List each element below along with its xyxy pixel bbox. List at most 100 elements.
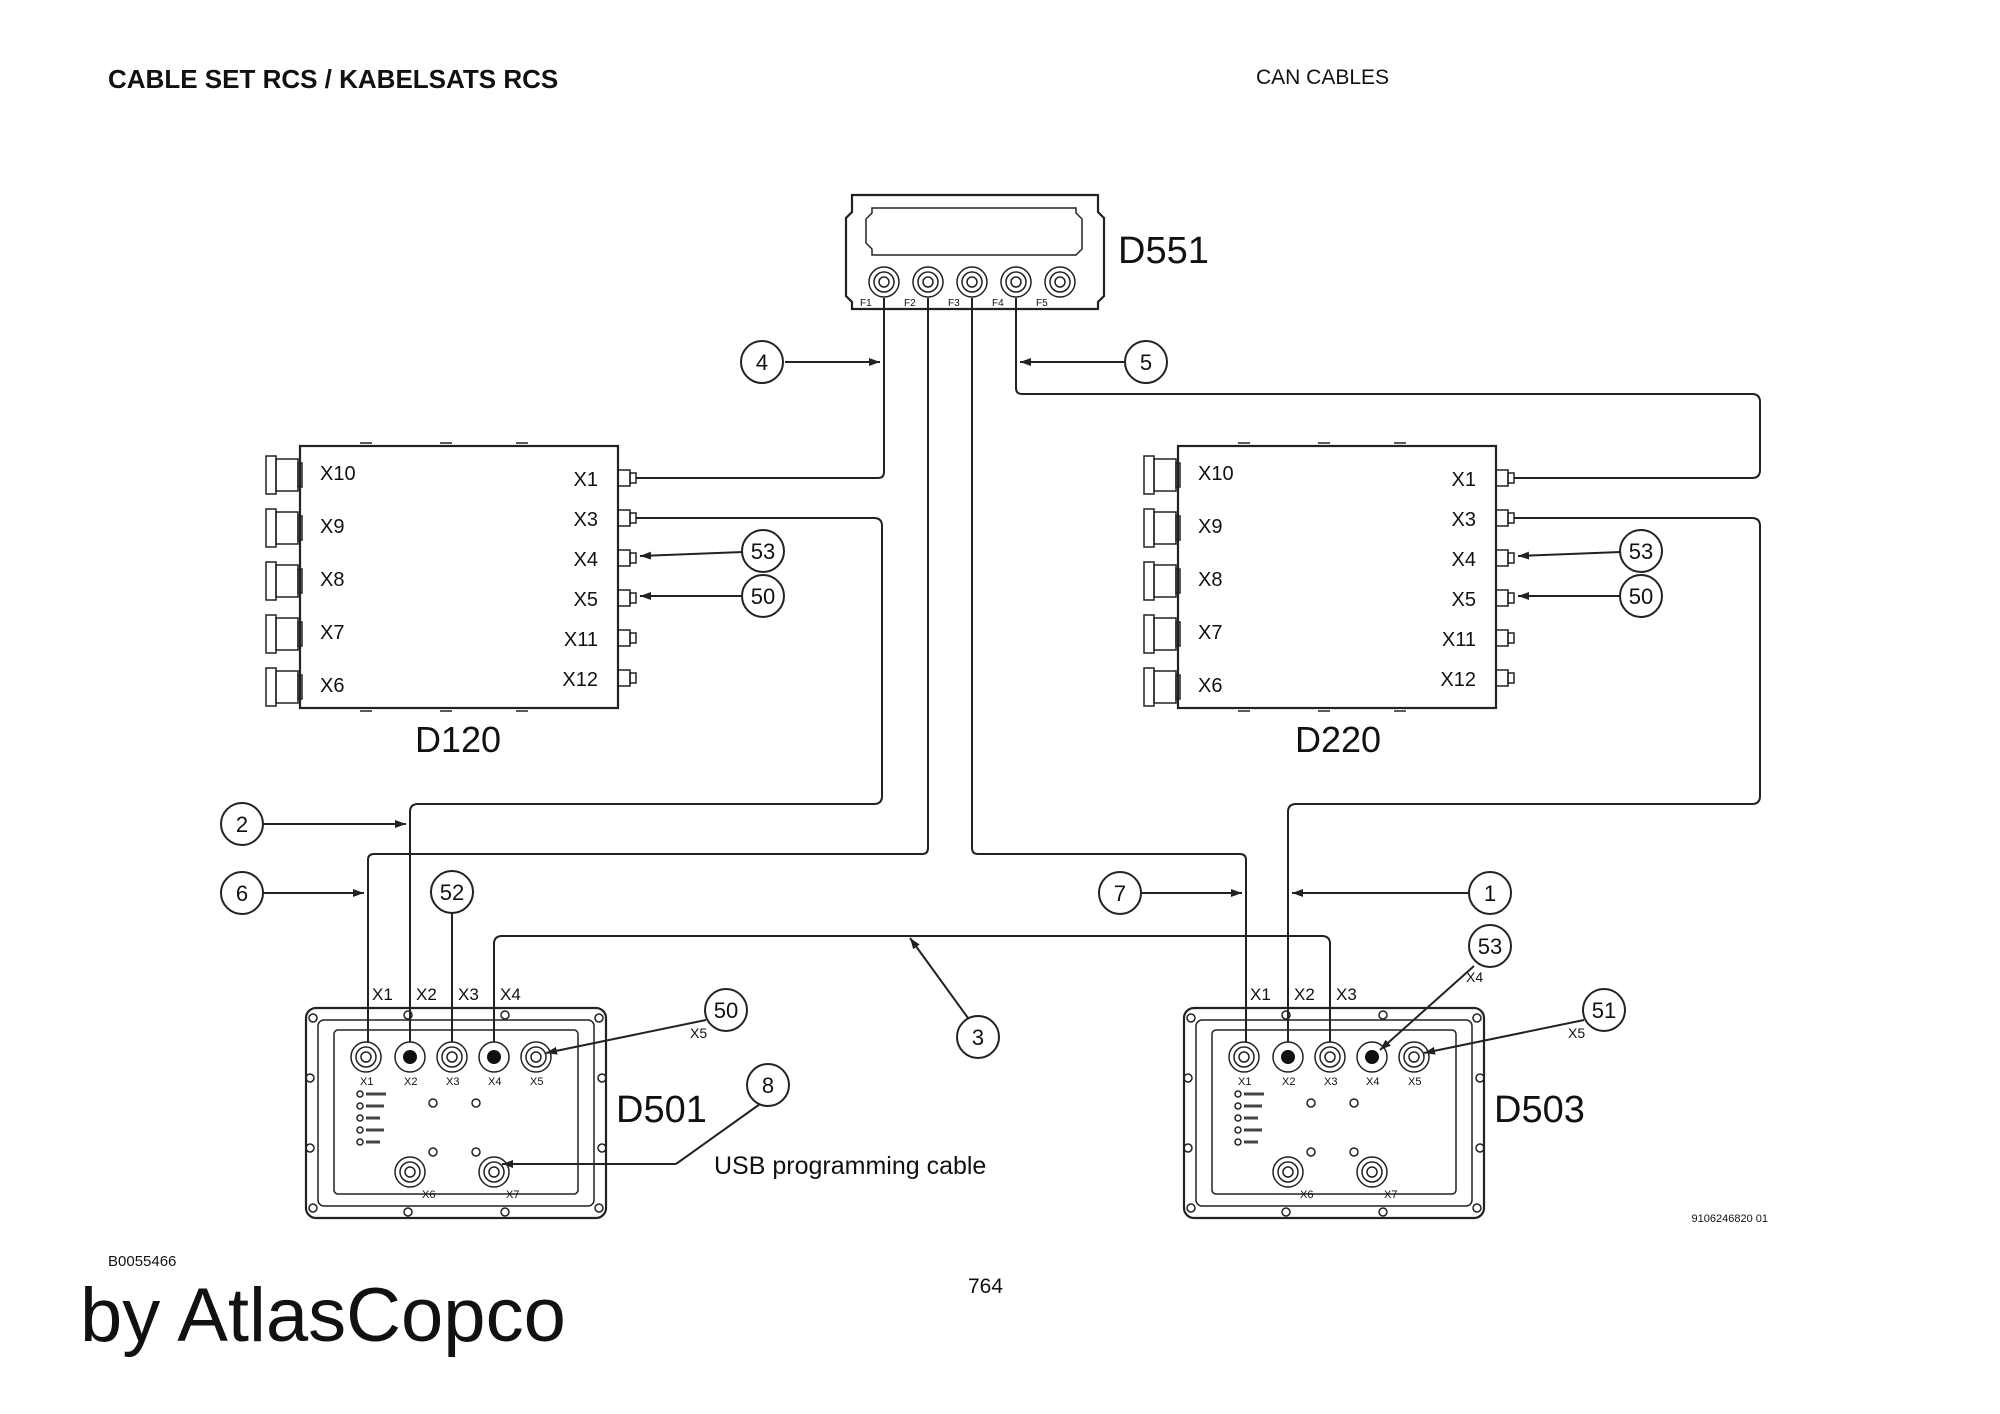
svg-text:4: 4 bbox=[756, 350, 768, 375]
svg-text:50: 50 bbox=[714, 998, 738, 1023]
d220-port-x12: X12 bbox=[1440, 669, 1476, 691]
d501-port-x7: X7 bbox=[506, 1189, 519, 1201]
d551-port-f4: F4 bbox=[992, 298, 1004, 309]
svg-text:5: 5 bbox=[1140, 350, 1152, 375]
d503-top-x1: X1 bbox=[1250, 985, 1271, 1004]
d503-port-x4: X4 bbox=[1366, 1076, 1379, 1088]
d503-port-x1: X1 bbox=[1238, 1076, 1251, 1088]
unit-d501: X1 X2 X3 X4 X5 X6 X7 X1 X2 X3 X4 X5 D501 bbox=[304, 985, 707, 1220]
d120-label: D120 bbox=[415, 719, 501, 760]
d120-port-x10: X10 bbox=[320, 463, 356, 485]
d120-port-x8: X8 bbox=[320, 569, 344, 591]
d220-port-x1: X1 bbox=[1452, 469, 1476, 491]
callout-2: 2 bbox=[220, 802, 264, 846]
callout-53-d120: 53 bbox=[741, 529, 785, 573]
callout-5: 5 bbox=[1124, 340, 1168, 384]
d501-top-x1: X1 bbox=[372, 985, 393, 1004]
callout-6: 6 bbox=[220, 871, 264, 915]
drawing-number: 9106246820 01 bbox=[1692, 1213, 1768, 1225]
d220-port-x9: X9 bbox=[1198, 516, 1222, 538]
svg-text:52: 52 bbox=[440, 880, 464, 905]
d120-port-x7: X7 bbox=[320, 622, 344, 644]
d120-port-x3: X3 bbox=[574, 509, 598, 531]
d501-port-x6: X6 bbox=[422, 1189, 435, 1201]
d220-port-x11: X11 bbox=[1442, 629, 1476, 651]
svg-text:53: 53 bbox=[1629, 539, 1653, 564]
brand-text: by AtlasCopco bbox=[80, 1273, 566, 1358]
d120-port-x5: X5 bbox=[574, 589, 598, 611]
svg-text:50: 50 bbox=[751, 584, 775, 609]
callout-50-d501: 50 bbox=[704, 988, 748, 1032]
unit-d220: X10 X9 X8 X7 X6 X1 X3 X4 X5 X11 X12 D220 bbox=[1143, 442, 1515, 760]
d501-top-x3: X3 bbox=[458, 985, 479, 1004]
d503-port-x5: X5 bbox=[1408, 1076, 1421, 1088]
callout-51-d503: 51 bbox=[1582, 988, 1626, 1032]
d220-label: D220 bbox=[1295, 719, 1381, 760]
d503-top-x3: X3 bbox=[1336, 985, 1357, 1004]
d501-top-x4: X4 bbox=[500, 985, 521, 1004]
svg-text:8: 8 bbox=[762, 1073, 774, 1098]
d120-port-x9: X9 bbox=[320, 516, 344, 538]
d220-port-x3: X3 bbox=[1452, 509, 1476, 531]
d220-port-x10: X10 bbox=[1198, 463, 1234, 485]
page-subtitle: CAN CABLES bbox=[1256, 66, 1390, 89]
d501-port-x3: X3 bbox=[446, 1076, 459, 1088]
d220-port-x8: X8 bbox=[1198, 569, 1222, 591]
d120-port-x12: X12 bbox=[562, 669, 598, 691]
d551-label: D551 bbox=[1118, 230, 1209, 272]
d503-label: D503 bbox=[1494, 1089, 1585, 1131]
unit-d120: X10 X9 X8 X7 X6 X1 X3 X4 X5 X11 X12 D120 bbox=[265, 442, 637, 760]
d501-label: D501 bbox=[616, 1089, 707, 1131]
d501-side-x5: X5 bbox=[690, 1025, 707, 1041]
d220-port-x6: X6 bbox=[1198, 675, 1222, 697]
svg-text:1: 1 bbox=[1484, 881, 1496, 906]
callout-50-d120: 50 bbox=[741, 574, 785, 618]
svg-text:6: 6 bbox=[236, 881, 248, 906]
callout-leaders bbox=[262, 358, 1622, 1168]
page-title: CABLE SET RCS / KABELSATS RCS bbox=[108, 64, 559, 94]
d551-port-f1: F1 bbox=[860, 298, 872, 309]
svg-text:3: 3 bbox=[972, 1025, 984, 1050]
d503-side-x4: X4 bbox=[1466, 969, 1483, 985]
d220-port-x4: X4 bbox=[1452, 549, 1476, 571]
d503-top-x2: X2 bbox=[1294, 985, 1315, 1004]
svg-text:53: 53 bbox=[1478, 934, 1502, 959]
d503-side-x5: X5 bbox=[1568, 1025, 1585, 1041]
d501-port-x5: X5 bbox=[530, 1076, 543, 1088]
callout-53-d220: 53 bbox=[1619, 529, 1663, 573]
callout-4: 4 bbox=[740, 340, 784, 384]
d503-port-x6: X6 bbox=[1300, 1189, 1313, 1201]
d120-port-x1: X1 bbox=[574, 469, 598, 491]
d503-port-x7: X7 bbox=[1384, 1189, 1397, 1201]
d551-port-f2: F2 bbox=[904, 298, 916, 309]
d220-port-x5: X5 bbox=[1452, 589, 1476, 611]
d120-port-x4: X4 bbox=[574, 549, 598, 571]
document-id: B0055466 bbox=[108, 1253, 177, 1270]
callout-50-d220: 50 bbox=[1619, 574, 1663, 618]
callout-3: 3 bbox=[956, 1015, 1000, 1059]
page-number: 764 bbox=[968, 1275, 1004, 1298]
svg-text:7: 7 bbox=[1114, 881, 1126, 906]
svg-text:51: 51 bbox=[1592, 998, 1616, 1023]
d120-port-x11: X11 bbox=[564, 629, 598, 651]
d501-port-x1: X1 bbox=[360, 1076, 373, 1088]
d501-top-x2: X2 bbox=[416, 985, 437, 1004]
callout-7: 7 bbox=[1098, 871, 1142, 915]
unit-d551: F1 F2 F3 F4 F5 D551 bbox=[844, 193, 1209, 311]
d503-port-x2: X2 bbox=[1282, 1076, 1295, 1088]
cable-routes bbox=[367, 298, 1761, 1042]
usb-cable-label: USB programming cable bbox=[714, 1152, 986, 1180]
d220-port-x7: X7 bbox=[1198, 622, 1222, 644]
svg-text:53: 53 bbox=[751, 539, 775, 564]
svg-text:2: 2 bbox=[236, 812, 248, 837]
d503-port-x3: X3 bbox=[1324, 1076, 1337, 1088]
callout-52: 52 bbox=[430, 870, 474, 914]
d501-port-x2: X2 bbox=[404, 1076, 417, 1088]
callout-1: 1 bbox=[1468, 871, 1512, 915]
callout-8: 8 bbox=[746, 1063, 790, 1107]
d551-port-f5: F5 bbox=[1036, 298, 1048, 309]
svg-text:50: 50 bbox=[1629, 584, 1653, 609]
unit-d503: X1 X2 X3 X4 X5 X6 X7 X1 X2 X3 X4 X5 D503 bbox=[1182, 969, 1585, 1220]
d501-port-x4: X4 bbox=[488, 1076, 501, 1088]
